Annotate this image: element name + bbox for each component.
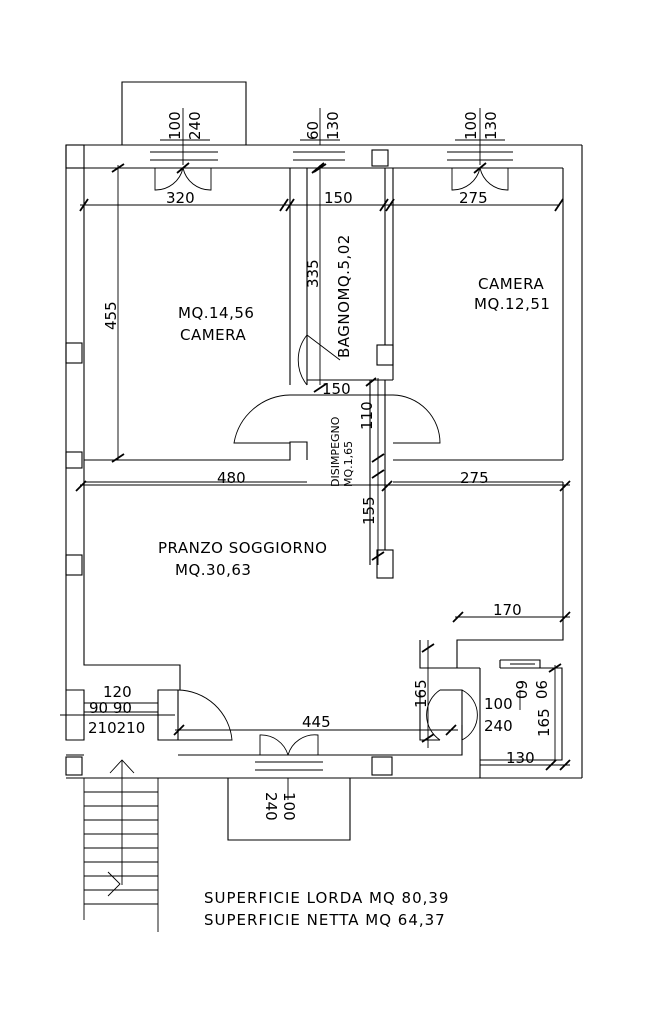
dim-165-right: 165 [535, 708, 553, 737]
dim-455: 455 [102, 301, 120, 330]
dim-150-top: 150 [324, 189, 353, 207]
dim-480: 480 [217, 469, 246, 487]
opening-3-width: 100 [462, 111, 480, 140]
dim-90-90: 90 90 [89, 699, 132, 717]
room-pranzo-name: PRANZO SOGGIORNO [158, 539, 327, 557]
room-disimpegno-area: MQ.1,65 [342, 441, 355, 487]
room-camera-right-name: CAMERA [478, 275, 544, 293]
room-camera-left-area: MQ.14,56 [178, 304, 254, 322]
opening-5-width: 60 [512, 680, 530, 699]
dim-155: 155 [360, 496, 378, 525]
dim-275-top: 275 [459, 189, 488, 207]
room-disimpegno-name: DISIMPEGNO [329, 416, 342, 487]
opening-3-height: 130 [482, 111, 500, 140]
room-labels: MQ.14,56 CAMERA CAMERA MQ.12,51 BAGNOMQ.… [158, 234, 550, 579]
opening-labels: 100 240 60 130 100 130 100 240 60 90 100… [166, 111, 550, 820]
opening-2-height: 130 [324, 111, 342, 140]
opening-1-height: 240 [186, 111, 204, 140]
room-camera-left-name: CAMERA [180, 326, 246, 344]
opening-6-width: 100 [280, 792, 298, 821]
interior-walls [84, 168, 563, 741]
opening-5-height: 90 [532, 680, 550, 699]
area-summary: SUPERFICIE LORDA MQ 80,39 SUPERFICIE NET… [204, 889, 449, 929]
balconies [121, 81, 351, 841]
opening-4-height: 240 [484, 717, 513, 735]
opening-6-height: 240 [262, 792, 280, 821]
pillars [65, 144, 393, 776]
dim-320: 320 [166, 189, 195, 207]
dimension-labels: 320 150 275 455 335 150 110 480 275 155 … [88, 189, 553, 767]
dim-275-mid: 275 [460, 469, 489, 487]
superficie-netta: SUPERFICIE NETTA MQ 64,37 [204, 911, 446, 929]
stairs [83, 759, 159, 932]
exterior-walls [65, 144, 583, 779]
room-camera-right-area: MQ.12,51 [474, 295, 550, 313]
room-bagno-label: BAGNOMQ.5,02 [335, 234, 353, 358]
dim-445: 445 [302, 713, 331, 731]
dim-165-left: 165 [412, 679, 430, 708]
opening-2-width: 60 [304, 121, 322, 140]
dim-130: 130 [506, 749, 535, 767]
dim-335: 335 [304, 259, 322, 288]
door-swings [177, 334, 478, 741]
dim-110: 110 [358, 401, 376, 430]
opening-4-width: 100 [484, 695, 513, 713]
room-pranzo-area: MQ.30,63 [175, 561, 251, 579]
superficie-lorda: SUPERFICIE LORDA MQ 80,39 [204, 889, 449, 907]
dim-170: 170 [493, 601, 522, 619]
dim-120: 120 [103, 683, 132, 701]
dim-210-210: 210210 [88, 719, 145, 737]
opening-1-width: 100 [166, 111, 184, 140]
dim-150-mid: 150 [322, 380, 351, 398]
dimension-lines [60, 108, 571, 800]
